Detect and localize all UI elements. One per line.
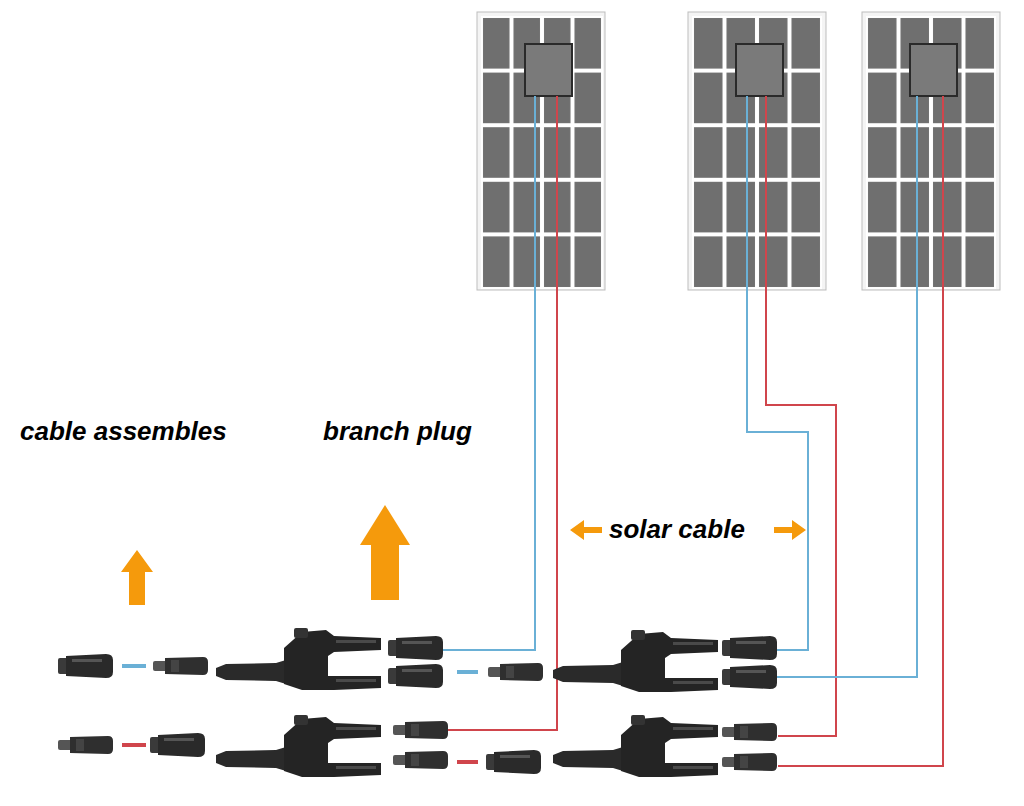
orange-double-arrow [774, 520, 806, 540]
solar-panel [477, 12, 605, 290]
solar-panel [862, 12, 1000, 290]
part-label: solar cable [606, 515, 748, 544]
orange-arrow [121, 550, 153, 605]
orange-double-arrow [570, 520, 602, 540]
connector-row [58, 628, 777, 692]
connector-row [58, 715, 777, 777]
part-label: branch plug [323, 417, 472, 446]
solar-wire [440, 96, 943, 766]
solar-panel [688, 12, 826, 290]
orange-arrow [360, 505, 410, 600]
part-label: cable assembles [20, 417, 227, 446]
